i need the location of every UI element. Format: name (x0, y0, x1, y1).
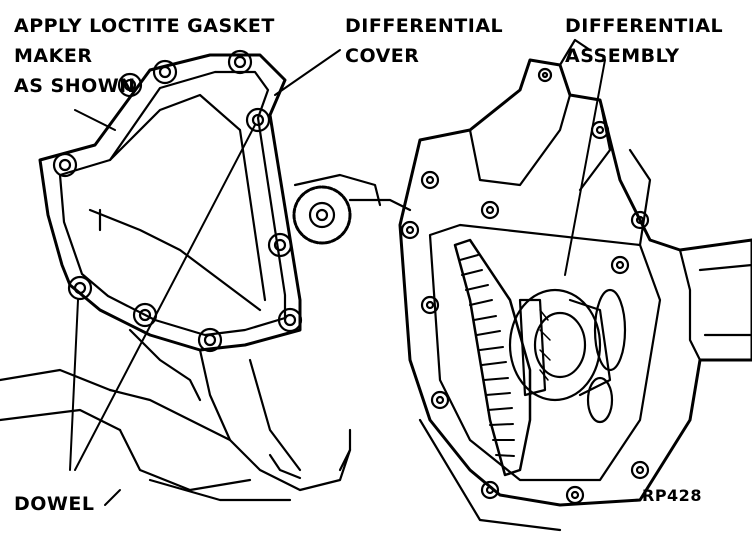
ring-gear (453, 238, 532, 477)
gasket-label-line-2: MAKER (14, 45, 93, 67)
differential-cover-drawing (0, 53, 352, 502)
cover-bolts (52, 49, 303, 353)
transaxle-case-drawing (398, 38, 752, 532)
gasket-label-line-3: AS SHOWN (14, 75, 136, 97)
case-bolts (400, 67, 650, 505)
figure-reference-code: RP428 (642, 486, 702, 505)
cover-label-line-2: COVER (345, 45, 420, 67)
leader-lines (69, 49, 606, 506)
gasket-label-line-1: APPLY LOCTITE GASKET (14, 15, 275, 37)
dowel-label: DOWEL (14, 493, 95, 515)
pinion-gear (292, 173, 412, 245)
assembly-label-line-2: ASSEMBLY (565, 45, 680, 67)
differential-carrier (508, 288, 627, 424)
assembly-label-line-1: DIFFERENTIAL (565, 15, 724, 37)
cover-label-line-1: DIFFERENTIAL (345, 15, 504, 37)
